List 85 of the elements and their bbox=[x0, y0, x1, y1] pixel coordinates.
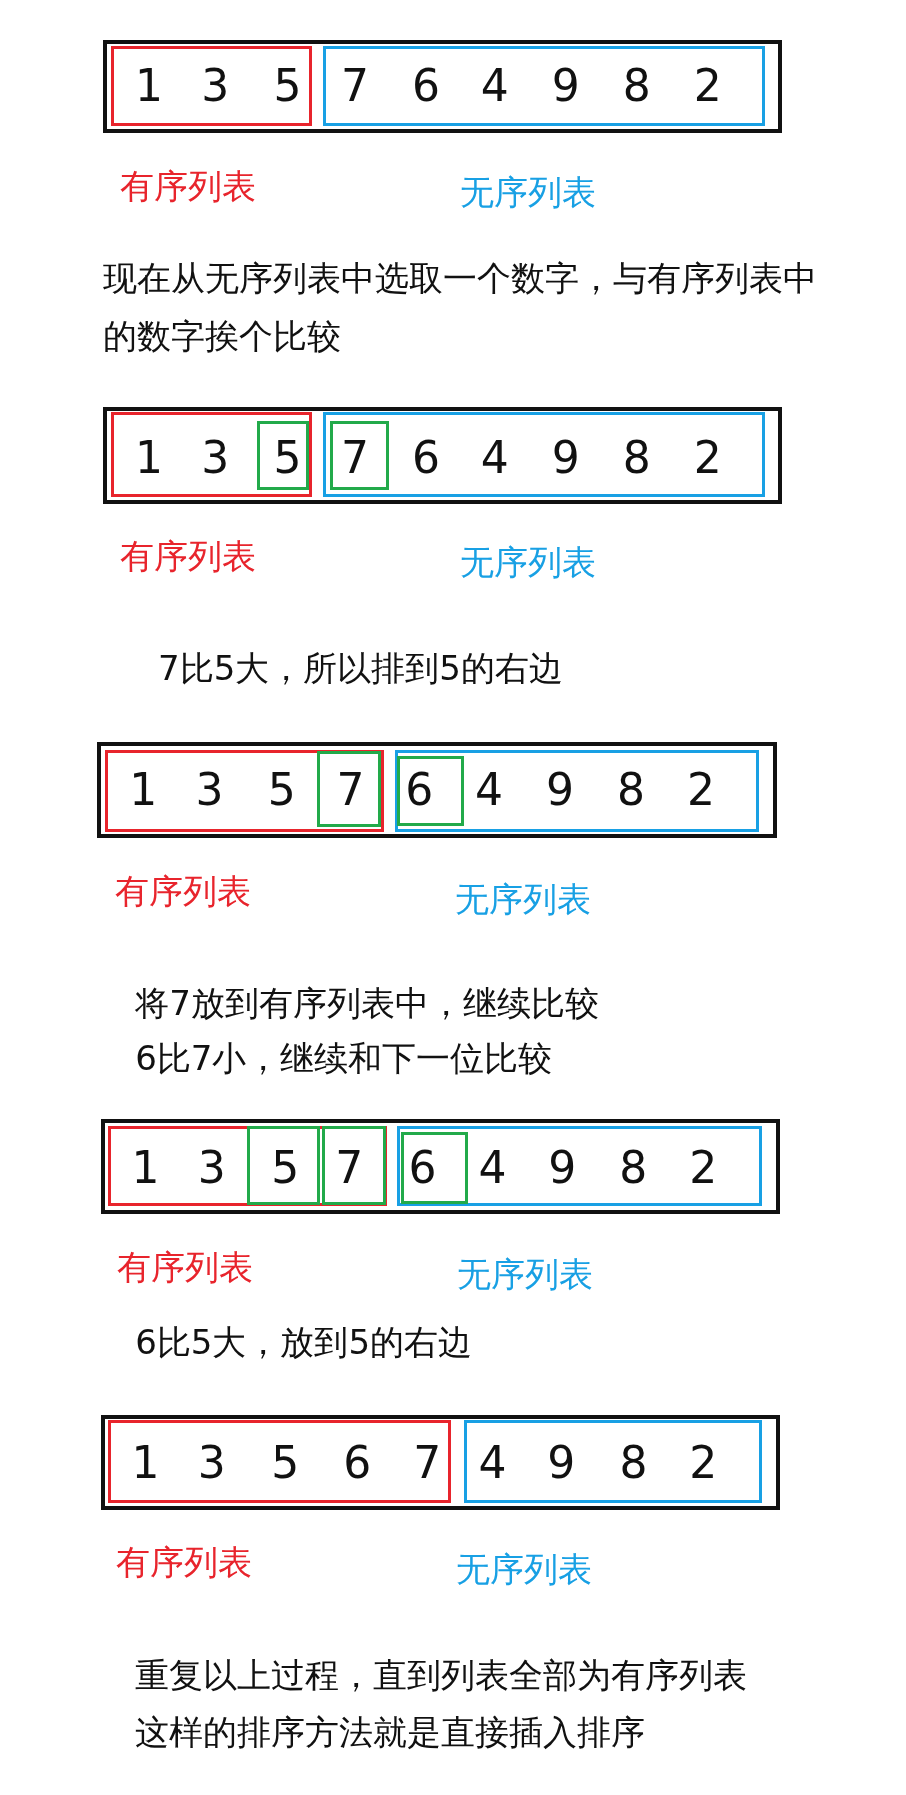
array-box bbox=[97, 742, 777, 839]
digit: 4 bbox=[477, 1143, 508, 1194]
sorted-list-box bbox=[111, 412, 312, 498]
digit: 5 bbox=[266, 765, 297, 816]
unsorted-list-box bbox=[323, 412, 766, 498]
digit: 3 bbox=[194, 765, 225, 816]
sorted-list-box bbox=[107, 1125, 388, 1207]
digit: 2 bbox=[685, 765, 716, 816]
explanation-text: 6比5大，放到5的右边 bbox=[135, 1322, 473, 1363]
digit: 8 bbox=[618, 1437, 649, 1488]
digit: 5 bbox=[270, 1143, 301, 1194]
digit: 6 bbox=[411, 433, 442, 484]
digit: 4 bbox=[474, 765, 505, 816]
array-box bbox=[103, 406, 783, 504]
list-label: 有序列表 bbox=[116, 1246, 253, 1287]
list-label: 无序列表 bbox=[455, 1549, 592, 1590]
sorted-list-box bbox=[105, 750, 384, 832]
explanation-text: 7比5大，所以排到5的右边 bbox=[158, 647, 563, 688]
explanation-text: 的数字挨个比较 bbox=[103, 315, 342, 356]
digit: 2 bbox=[692, 60, 723, 111]
digit: 6 bbox=[407, 1143, 438, 1194]
digit: 6 bbox=[342, 1437, 373, 1488]
digit: 4 bbox=[479, 60, 510, 111]
explanation-text: 现在从无序列表中选取一个数字，与有序列表中 bbox=[103, 258, 818, 299]
digit: 4 bbox=[479, 433, 510, 484]
digit: 1 bbox=[133, 433, 164, 484]
digit: 1 bbox=[133, 60, 164, 111]
digit: 9 bbox=[545, 765, 576, 816]
list-label: 有序列表 bbox=[114, 871, 251, 912]
sorted-list-box bbox=[111, 45, 312, 126]
digit: 4 bbox=[477, 1437, 508, 1488]
unsorted-list-box bbox=[395, 750, 760, 832]
list-label: 有序列表 bbox=[120, 165, 257, 206]
digit: 1 bbox=[128, 765, 159, 816]
compared-element-box bbox=[321, 1125, 386, 1205]
digit: 3 bbox=[196, 1143, 227, 1194]
compared-element-box bbox=[400, 1131, 469, 1204]
digit: 2 bbox=[688, 1437, 719, 1488]
digit: 5 bbox=[272, 433, 303, 484]
compared-element-box bbox=[329, 421, 390, 491]
array-box bbox=[100, 1119, 780, 1215]
explanation-text: 6比7小，继续和下一位比较 bbox=[135, 1038, 553, 1079]
compared-element-box bbox=[256, 421, 310, 491]
explanation-text: 重复以上过程，直到列表全部为有序列表 bbox=[135, 1654, 748, 1695]
digit: 7 bbox=[340, 60, 371, 111]
digit: 9 bbox=[550, 60, 581, 111]
digit: 8 bbox=[621, 60, 652, 111]
sorted-list-box bbox=[107, 1420, 452, 1503]
unsorted-list-box bbox=[397, 1125, 762, 1207]
digit: 3 bbox=[196, 1437, 227, 1488]
list-label: 无序列表 bbox=[460, 172, 597, 213]
digit: 1 bbox=[130, 1143, 161, 1194]
array-box bbox=[100, 1414, 780, 1510]
digit: 7 bbox=[340, 433, 371, 484]
compared-element-box bbox=[317, 751, 382, 827]
digit: 8 bbox=[621, 433, 652, 484]
digit: 1 bbox=[130, 1437, 161, 1488]
digit: 7 bbox=[334, 1143, 365, 1194]
digit: 8 bbox=[618, 1143, 649, 1194]
array-box bbox=[103, 40, 783, 133]
digit: 7 bbox=[335, 765, 366, 816]
unsorted-list-box bbox=[323, 45, 766, 126]
explanation-text: 将7放到有序列表中，继续比较 bbox=[135, 983, 599, 1024]
explanation-text: 这样的排序方法就是直接插入排序 bbox=[135, 1711, 646, 1752]
digit: 3 bbox=[200, 433, 231, 484]
digit: 9 bbox=[546, 1437, 577, 1488]
digit: 2 bbox=[692, 433, 723, 484]
list-label: 有序列表 bbox=[115, 1542, 252, 1583]
digit: 9 bbox=[547, 1143, 578, 1194]
list-label: 无序列表 bbox=[457, 1253, 593, 1294]
digit: 6 bbox=[404, 765, 435, 816]
list-label: 有序列表 bbox=[120, 535, 257, 576]
digit: 3 bbox=[200, 60, 231, 111]
unsorted-list-box bbox=[463, 1420, 762, 1503]
digit: 8 bbox=[616, 765, 647, 816]
compared-element-box bbox=[397, 755, 464, 826]
digit: 7 bbox=[412, 1437, 443, 1488]
digit: 2 bbox=[688, 1143, 719, 1194]
list-label: 无序列表 bbox=[460, 542, 597, 583]
digit: 5 bbox=[270, 1437, 301, 1488]
digit: 9 bbox=[550, 433, 581, 484]
digit: 6 bbox=[411, 60, 442, 111]
digit: 5 bbox=[272, 60, 303, 111]
compared-element-box bbox=[247, 1125, 320, 1205]
list-label: 无序列表 bbox=[454, 879, 591, 920]
